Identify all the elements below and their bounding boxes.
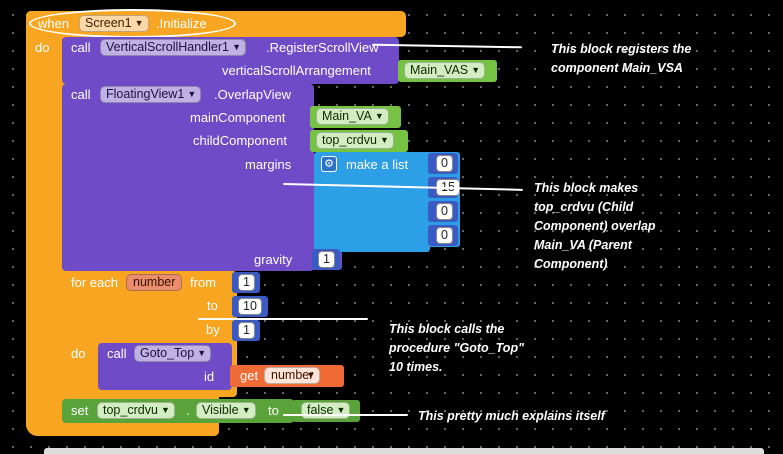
loop-variable-field[interactable]: number: [126, 274, 183, 291]
annotation-line-4: [283, 414, 408, 416]
loop-to-number[interactable]: 10: [238, 298, 262, 315]
list-item-number[interactable]: 0: [436, 155, 453, 172]
annotation-text-line: This block registers the: [551, 42, 692, 56]
loop-from-label: from: [190, 275, 216, 290]
event-component-label: Screen1: [85, 16, 132, 30]
mutator-gear-icon[interactable]: ⚙: [321, 156, 337, 172]
chevron-down-icon: ▼: [187, 89, 197, 99]
procedure-name-dropdown[interactable]: Goto_Top▼: [134, 345, 212, 362]
set-property-label: Visible: [202, 403, 239, 417]
chevron-down-icon: ▼: [306, 370, 316, 380]
annotation-text-line: Component): [534, 257, 608, 271]
overlap-component-label: FloatingView1: [106, 87, 185, 101]
annotation-text-line: procedure "Goto_Top": [389, 341, 525, 355]
annotation-set: This pretty much explains itself: [418, 407, 605, 426]
annotation-line-3: [198, 318, 368, 320]
overlap-component-dropdown[interactable]: FloatingView1▼: [100, 86, 202, 103]
overlap-method-label: .OverlapView: [214, 87, 292, 102]
loop-variable-label: number: [133, 275, 176, 289]
list-item-number[interactable]: 0: [436, 227, 453, 244]
annotation-overlap: This block makes top_crdvu (Child Compon…: [534, 179, 656, 274]
set-component-dropdown[interactable]: top_crdvu▼: [97, 402, 175, 419]
overlap-child-param-label: childComponent: [193, 133, 287, 148]
chevron-down-icon: ▼: [374, 111, 384, 121]
chevron-down-icon: ▼: [232, 42, 241, 52]
set-dot-label: .: [186, 403, 190, 418]
overlap-child-value-label: top_crdvu: [322, 133, 377, 147]
annotation-text-line: Main_VA (Parent: [534, 238, 632, 252]
set-to-label: to: [268, 403, 279, 418]
register-param-label: verticalScrollArrangement: [222, 63, 371, 78]
chevron-down-icon: ▼: [336, 405, 346, 415]
register-call-label: call: [71, 40, 91, 55]
gravity-number[interactable]: 1: [318, 251, 335, 268]
loop-to-label: to: [207, 298, 218, 313]
loop-by-number[interactable]: 1: [238, 322, 255, 339]
annotation-text-line: Component) overlap: [534, 219, 656, 233]
event-name-label: .Initialize: [156, 16, 207, 31]
event-component-dropdown[interactable]: Screen1▼: [79, 15, 149, 32]
set-component-label: top_crdvu: [103, 403, 158, 417]
annotation-text-line: This pretty much explains itself: [418, 409, 605, 423]
overlap-main-param-label: mainComponent: [190, 110, 286, 125]
register-component-dropdown[interactable]: VerticalScrollHandler1▼: [100, 39, 246, 56]
annotation-text-line: component Main_VSA: [551, 61, 683, 75]
chevron-down-icon: ▼: [197, 348, 207, 358]
annotation-loop: This block calls the procedure "Goto_Top…: [389, 320, 524, 377]
false-value-dropdown[interactable]: false▼: [301, 402, 351, 419]
chevron-down-icon: ▼: [160, 405, 170, 415]
set-label: set: [71, 403, 89, 418]
register-value-label: Main_VAS: [410, 63, 469, 77]
annotation-text-line: top_crdvu (Child: [534, 200, 634, 214]
event-when-label: when: [38, 16, 70, 31]
overlap-call-label: call: [71, 87, 91, 102]
overlap-gravity-param-label: gravity: [254, 252, 293, 267]
make-a-list-label: make a list: [346, 157, 409, 172]
chevron-down-icon: ▼: [134, 18, 144, 28]
event-do-label: do: [35, 40, 50, 55]
register-method-label: .RegisterScrollView: [266, 40, 379, 55]
overlap-child-value-dropdown[interactable]: top_crdvu▼: [316, 132, 394, 149]
for-each-label: for each: [71, 275, 118, 290]
workspace-scrollbar[interactable]: [44, 448, 764, 454]
get-variable-dropdown[interactable]: number▼: [264, 367, 321, 384]
procedure-name-label: Goto_Top: [140, 346, 195, 360]
set-property-dropdown[interactable]: Visible▼: [196, 402, 256, 419]
register-value-dropdown[interactable]: Main_VAS▼: [404, 62, 486, 79]
false-value-label: false: [307, 403, 334, 417]
annotation-text-line: This block makes: [534, 181, 639, 195]
loop-do-label: do: [71, 346, 86, 361]
overlap-main-value-label: Main_VA: [322, 109, 372, 123]
overlap-margins-param-label: margins: [245, 157, 292, 172]
chevron-down-icon: ▼: [241, 405, 251, 415]
annotation-register: This block registers the component Main_…: [551, 40, 691, 78]
overlap-view-block[interactable]: [62, 84, 314, 271]
call-procedure-label: call: [107, 346, 127, 361]
loop-from-number[interactable]: 1: [238, 274, 255, 291]
chevron-down-icon: ▼: [379, 135, 389, 145]
loop-by-label: by: [206, 322, 220, 337]
annotation-text-line: This block calls the: [389, 322, 505, 336]
get-label: get: [240, 368, 259, 383]
list-item-number[interactable]: 0: [436, 203, 453, 220]
get-variable-label: number: [271, 368, 314, 382]
chevron-down-icon: ▼: [471, 65, 481, 75]
register-component-label: VerticalScrollHandler1: [106, 40, 229, 54]
overlap-main-value-dropdown[interactable]: Main_VA▼: [316, 108, 389, 125]
annotation-text-line: 10 times.: [389, 360, 443, 374]
procedure-id-param-label: id: [204, 369, 215, 384]
